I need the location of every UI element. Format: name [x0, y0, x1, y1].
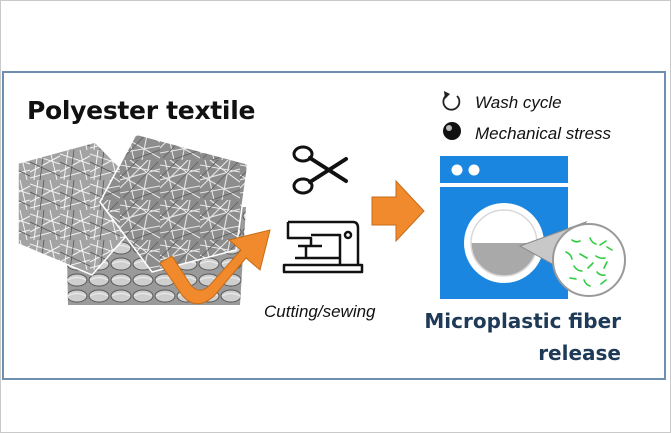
release-label-line2: release	[538, 341, 621, 365]
wash-cycle-icon	[442, 94, 461, 111]
process-label: Cutting/sewing	[264, 302, 376, 321]
mechanical-stress-label: Mechanical stress	[475, 124, 612, 143]
process-arrow	[371, 179, 425, 243]
textile-title: Polyester textile	[27, 96, 256, 125]
wash-cycle-label: Wash cycle	[475, 93, 562, 112]
washing-machine-icon	[440, 156, 568, 299]
textile-tile-right	[99, 133, 249, 273]
magnifier-circle	[552, 223, 626, 297]
curved-arrow	[159, 229, 271, 305]
textile-micrographs	[17, 133, 249, 305]
release-label-line1: Microplastic fiber	[424, 309, 621, 333]
scissors-icon	[292, 145, 348, 195]
sewing-machine-icon	[282, 220, 364, 274]
mechanical-stress-icon	[443, 122, 461, 140]
